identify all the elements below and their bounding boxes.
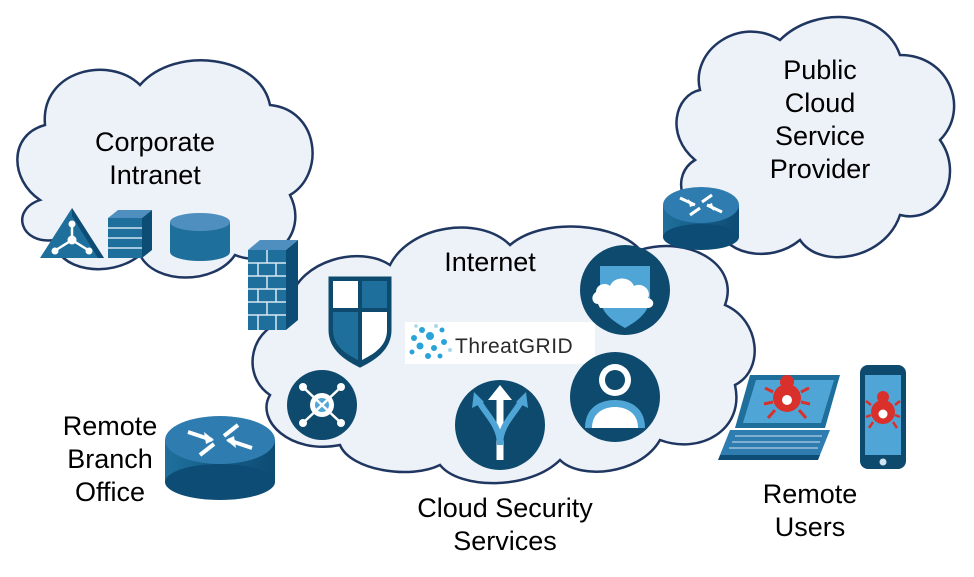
server-stack-icon <box>108 210 152 258</box>
remote-users-label: Remote Users <box>762 479 858 542</box>
public-cloud-label: Public Cloud Service Provider <box>769 55 871 184</box>
hub-icon <box>40 208 104 258</box>
threatgrid-logo: ThreatGRID <box>405 322 595 364</box>
firewall-icon <box>248 240 298 330</box>
router-icon <box>165 416 275 500</box>
umbrella-icon <box>287 370 357 440</box>
corporate-intranet-label: Corporate Intranet <box>94 127 216 190</box>
cloud-security-label: Cloud Security Services <box>417 493 593 556</box>
threatgrid-wordmark: ThreatGRID <box>455 335 573 358</box>
internet-label: Internet <box>444 247 536 277</box>
router-icon <box>663 187 739 250</box>
remote-branch-label: Remote Branch Office <box>62 411 158 507</box>
user-group-icon <box>570 352 660 442</box>
database-icon <box>170 213 230 261</box>
shield-icon <box>328 276 392 368</box>
corporate-cloud <box>16 59 314 279</box>
phone-malware-icon <box>860 365 906 469</box>
split-arrow-icon <box>455 380 545 470</box>
laptop-malware-icon <box>718 375 840 460</box>
cloud-shield-icon <box>580 245 670 335</box>
